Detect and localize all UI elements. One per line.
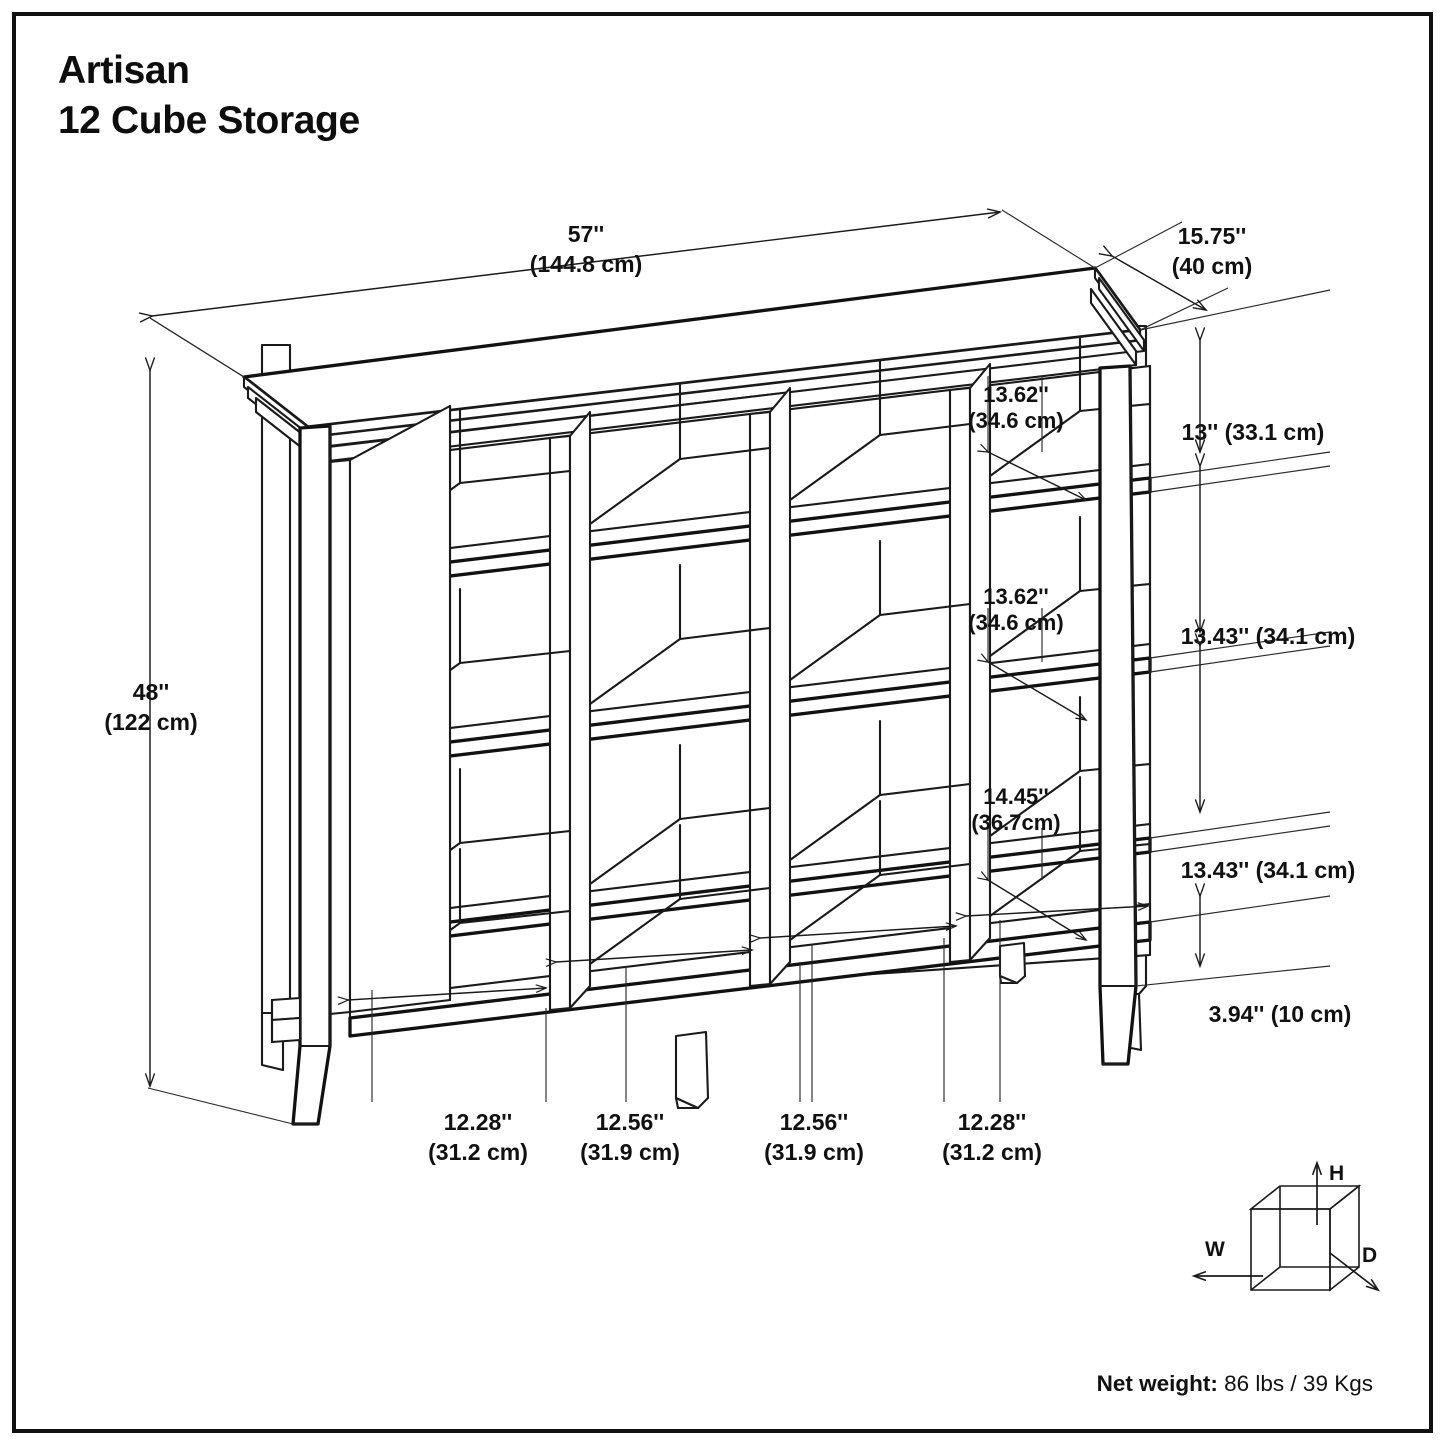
dim-cube-width-2-metric: (31.9 cm) <box>580 1139 680 1165</box>
dim-overall-depth-metric: (40 cm) <box>1172 253 1253 279</box>
dim-cube-height-3-metric: (36.7cm) <box>971 810 1060 835</box>
top-panel <box>242 266 1146 464</box>
dim-cube-width-2-imperial: 12.56'' <box>596 1109 665 1135</box>
net-weight-value: 86 lbs / 39 Kgs <box>1217 1371 1373 1396</box>
dim-overall-height-metric: (122 cm) <box>104 709 197 735</box>
dim-right-segment-3: 13.43'' (34.1 cm) <box>1181 857 1356 883</box>
net-weight-label: Net weight: <box>1096 1371 1218 1396</box>
dim-overall-width-imperial: 57'' <box>568 221 605 247</box>
net-weight-block: Net weight: 86 lbs / 39 Kgs <box>1097 1371 1373 1397</box>
dim-overall-height-imperial: 48'' <box>133 679 170 705</box>
dim-cube-height-2-metric: (34.6 cm) <box>968 610 1063 635</box>
side-stretcher <box>270 996 302 1044</box>
product-brand-line: Artisan <box>58 49 190 92</box>
dim-cube-widths: 12.28'' (31.2 cm) 12.56'' (31.9 cm) 12.5… <box>348 906 1148 1165</box>
dim-cube-height-1-metric: (34.6 cm) <box>968 408 1063 433</box>
dim-right-segment-2: 13.43'' (34.1 cm) <box>1181 623 1356 649</box>
legend-width-label: W <box>1205 1238 1225 1261</box>
center-support-feet <box>674 941 1027 1110</box>
dim-overall-depth: 15.75'' (40 cm) <box>1094 221 1253 331</box>
dim-cube-height-1-imperial: 13.62'' <box>983 382 1049 407</box>
product-title-block: Artisan 12 Cube Storage <box>58 46 360 146</box>
axis-legend: H W D <box>1194 1162 1378 1292</box>
front-legs-group <box>291 364 1138 1126</box>
dim-overall-width-metric: (144.8 cm) <box>530 251 643 277</box>
dim-cube-height-3-imperial: 14.45'' <box>983 784 1049 809</box>
dim-overall-height: 48'' (122 cm) <box>104 317 294 1125</box>
legend-height-label: H <box>1329 1162 1344 1185</box>
dim-right-segment-4: 3.94'' (10 cm) <box>1209 1001 1352 1027</box>
dim-cube-width-3-metric: (31.9 cm) <box>764 1139 864 1165</box>
dim-cube-width-1-metric: (31.2 cm) <box>428 1139 528 1165</box>
dim-right-stack: 13'' (33.1 cm) 13.43'' (34.1 cm) 13.43''… <box>1135 289 1356 1027</box>
dim-overall-depth-imperial: 15.75'' <box>1178 223 1247 249</box>
legend-depth-label: D <box>1362 1244 1377 1267</box>
dim-cube-width-4-metric: (31.2 cm) <box>942 1139 1042 1165</box>
dim-right-segment-1: 13'' (33.1 cm) <box>1182 419 1325 445</box>
dim-cube-width-4-imperial: 12.28'' <box>958 1109 1027 1135</box>
dim-cube-height-2-imperial: 13.62'' <box>983 584 1049 609</box>
dim-cube-heights: 13.62'' (34.6 cm) 13.62'' (34.6 cm) 14.4… <box>968 376 1086 940</box>
dim-cube-width-1-imperial: 12.28'' <box>444 1109 513 1135</box>
left-end-panel <box>328 404 452 1016</box>
product-name-line: 12 Cube Storage <box>58 98 360 142</box>
dim-cube-width-3-imperial: 12.56'' <box>780 1109 849 1135</box>
